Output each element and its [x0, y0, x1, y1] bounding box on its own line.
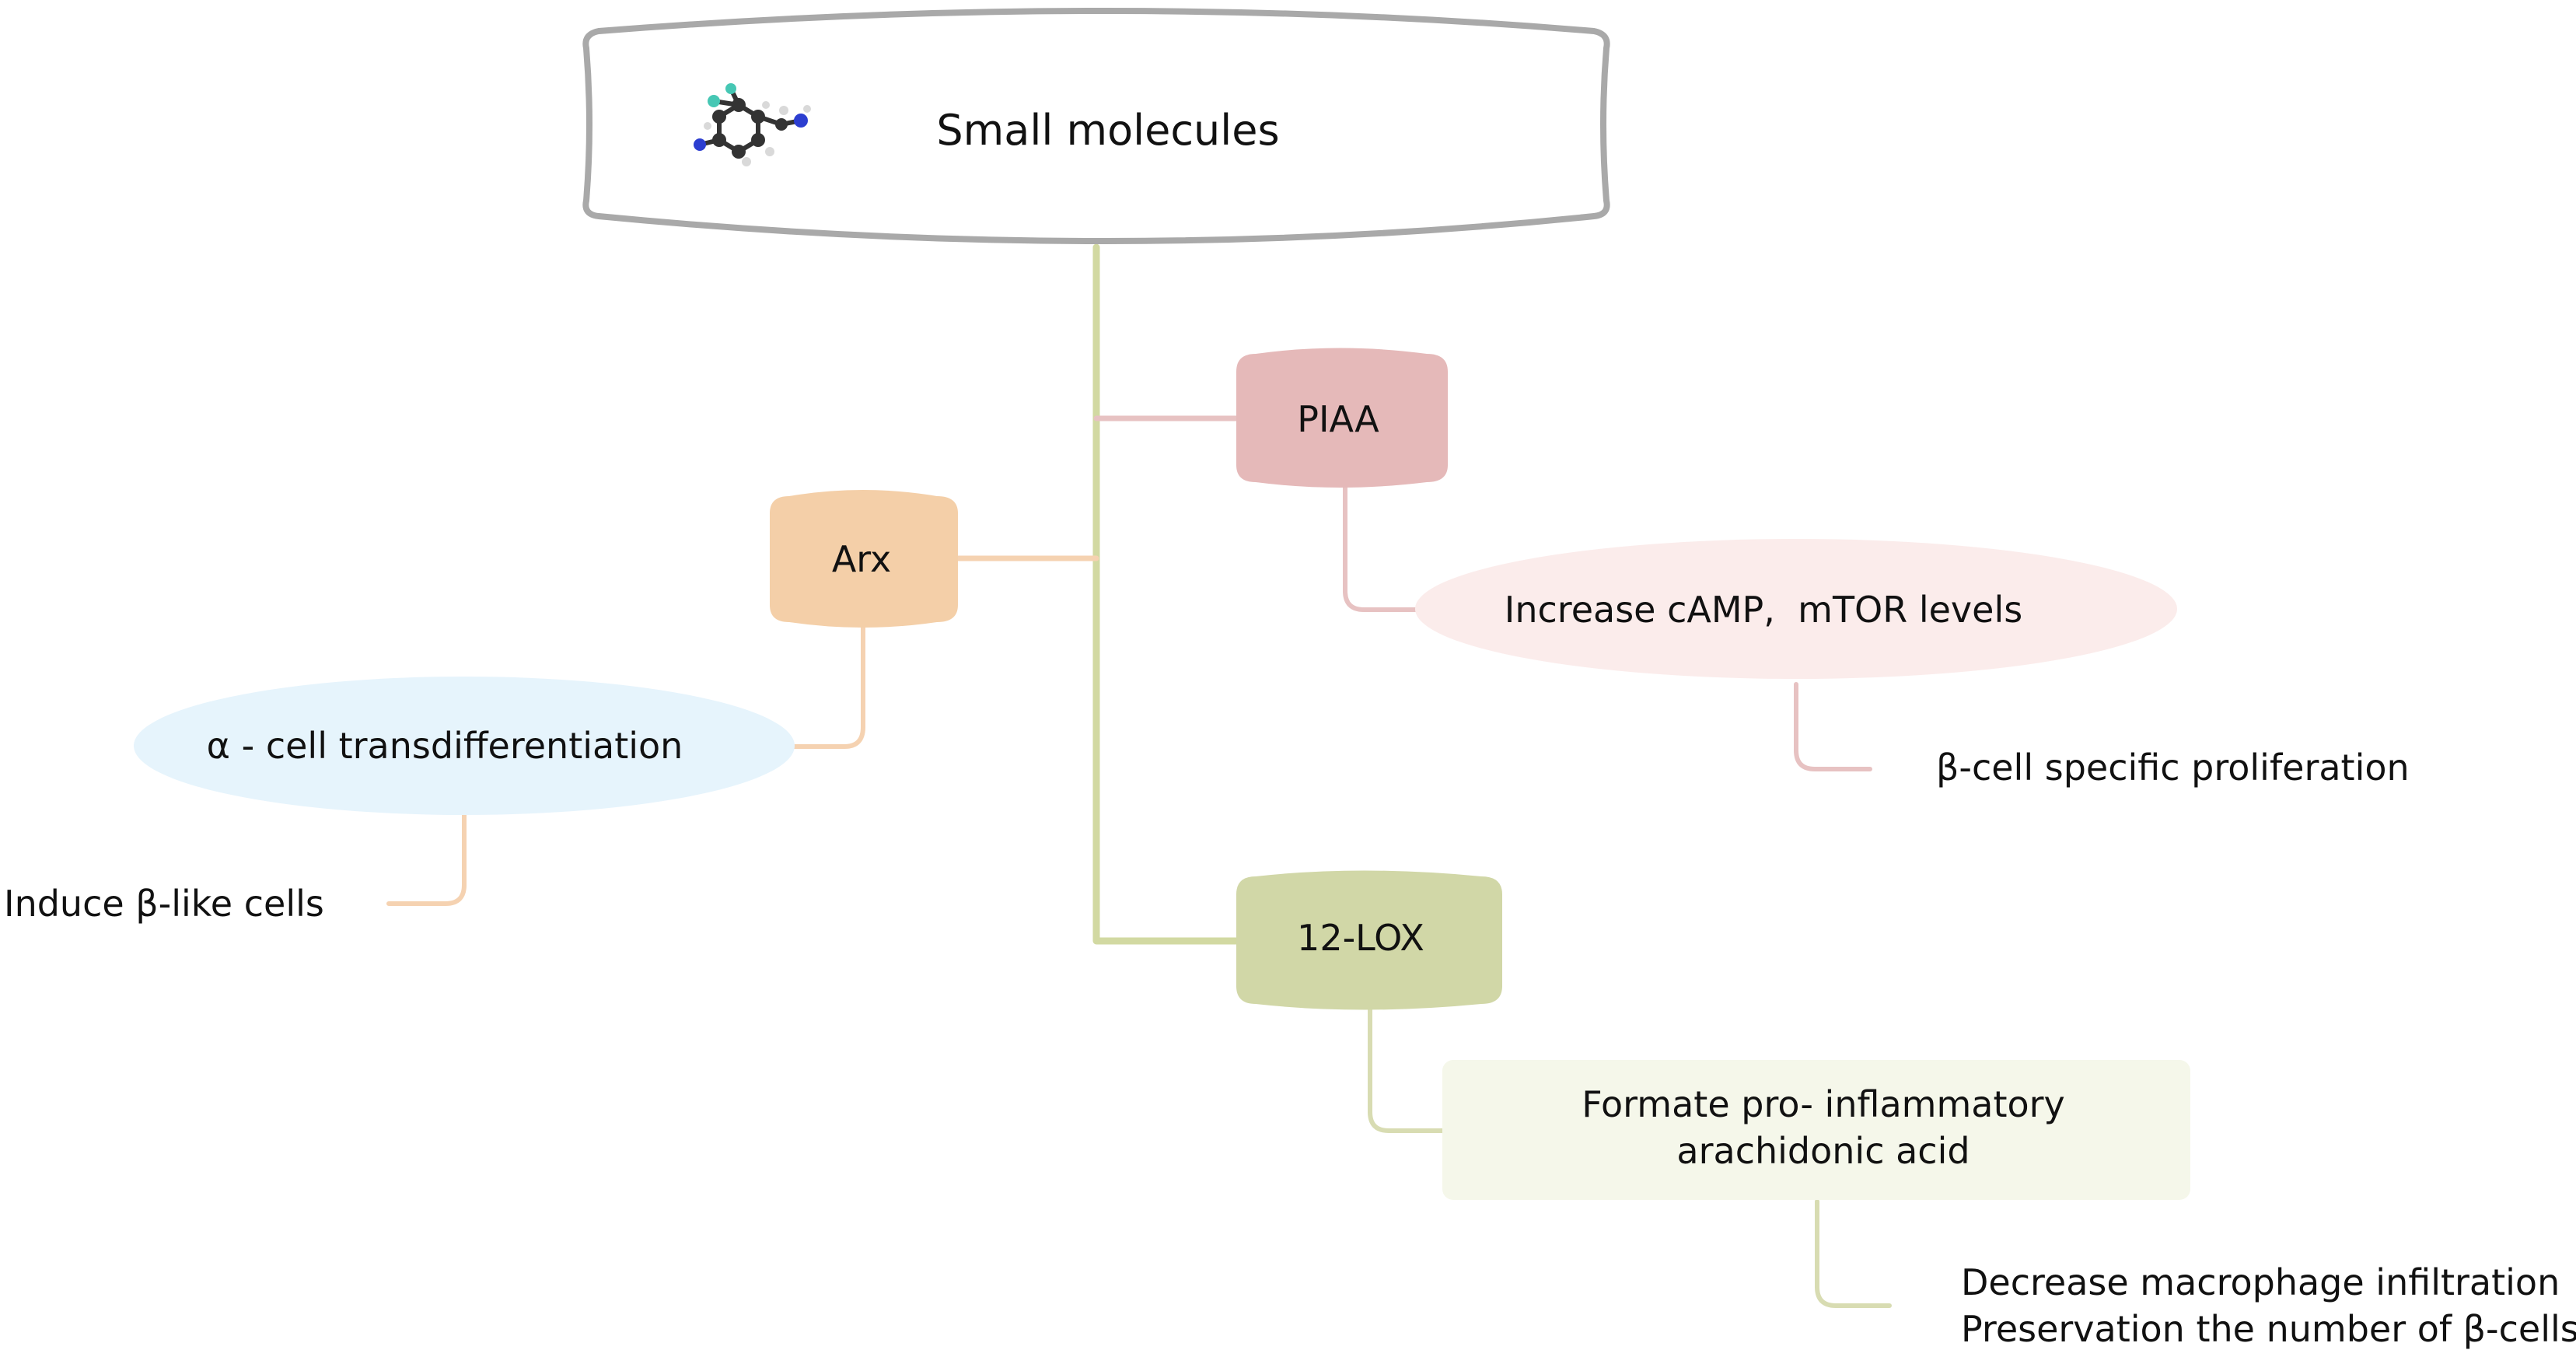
- arx-effect-node: α - cell transdifferentiation: [134, 677, 795, 815]
- lox-label: 12-LOX: [1297, 917, 1424, 959]
- piaa-effect-connector: [1343, 480, 1421, 612]
- root-node-shape: [582, 8, 1610, 244]
- lox-effect-shape: [1442, 1060, 2190, 1200]
- piaa-outcome-connector: [1794, 682, 1872, 771]
- arx-outcome: Induce β-like cells: [4, 883, 324, 925]
- piaa-effect-label: Increase cAMP, mTOR levels: [1505, 589, 2022, 631]
- lox-effect-node: Formate pro- inflammatory arachidonic ac…: [1442, 1060, 2190, 1200]
- root-label: Small molecules: [936, 106, 1279, 155]
- piaa-label: PIAA: [1297, 398, 1379, 440]
- lox-node: 12-LOX: [1236, 870, 1502, 1010]
- lox-outcome-connector: [1815, 1199, 1892, 1308]
- arx-node-shape: [770, 490, 958, 628]
- arx-effect-shape: [134, 677, 795, 815]
- arx-node: Arx: [770, 490, 958, 628]
- molecule-icon: [694, 83, 811, 166]
- lox-outcome-line-2: Preservation the number of β-cells: [1961, 1308, 2576, 1350]
- lox-node-shape: [1236, 870, 1502, 1010]
- piaa-node-shape: [1236, 348, 1448, 488]
- piaa-node: PIAA: [1236, 348, 1448, 488]
- arx-outcome-connector: [386, 813, 467, 906]
- lox-effect-line-2: arachidonic acid: [1676, 1130, 1970, 1172]
- trunk-connector: [1092, 243, 1240, 945]
- piaa-outcome: β-cell specific proliferation: [1936, 747, 2410, 789]
- piaa-effect-node: Increase cAMP, mTOR levels: [1415, 539, 2177, 679]
- lox-effect-line-1: Formate pro- inflammatory: [1582, 1083, 2065, 1125]
- connectors: [386, 243, 1892, 1308]
- lox-effect-connector: [1368, 1002, 1445, 1133]
- root-node: Small molecules: [582, 8, 1610, 244]
- arx-effect-connector: [791, 620, 865, 749]
- piaa-effect-shape: [1415, 539, 2177, 679]
- arx-effect-label: α - cell transdifferentiation: [207, 725, 683, 767]
- arx-label: Arx: [832, 538, 891, 580]
- lox-outcome-line-1: Decrease macrophage infiltration: [1961, 1261, 2560, 1303]
